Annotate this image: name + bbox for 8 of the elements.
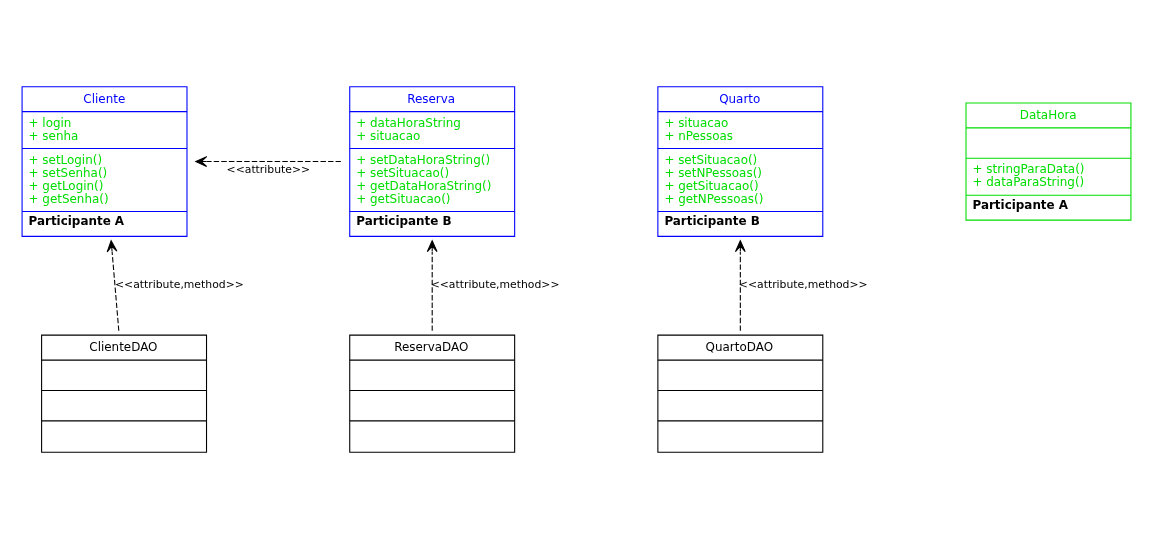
arrow	[734, 239, 746, 331]
edge-label: <<attribute,method>>	[115, 277, 244, 291]
arrow	[106, 239, 120, 331]
edge-label: <<attribute,method>>	[430, 277, 560, 291]
arrow	[426, 239, 438, 331]
edge-label: <<attribute,method>>	[738, 277, 868, 291]
edge-label: <<attribute>>	[226, 162, 311, 176]
arrow	[195, 155, 342, 167]
